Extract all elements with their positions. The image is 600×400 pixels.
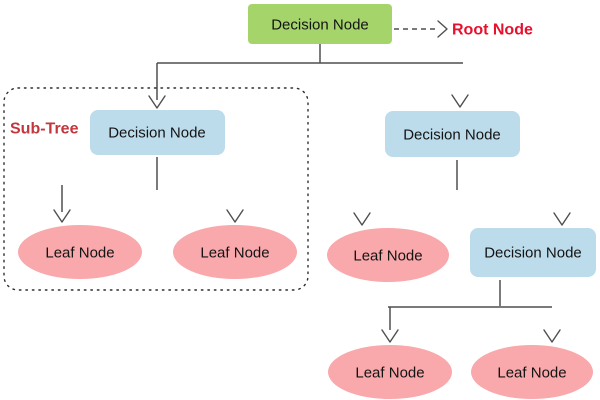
arrowheads (53, 20, 571, 343)
subtree-leaf-left-label: Leaf Node (45, 245, 114, 262)
arrowhead-into-bottom-leaf-right-icon (543, 329, 561, 343)
arrowhead-into-subtree-decision-icon (148, 95, 166, 109)
arrowhead-into-right-sub-decision-icon (553, 212, 571, 226)
subtree-annotation: Sub-Tree (10, 121, 79, 138)
arrowhead-into-subtree-leaf-right-icon (226, 209, 244, 223)
right-decision-node (385, 111, 520, 157)
root-decision-node (248, 4, 392, 44)
root-node-annotation: Root Node (452, 22, 533, 39)
arrowhead-into-bottom-leaf-left-icon (381, 329, 399, 343)
right-sub-decision-node (470, 228, 596, 277)
arrowhead-into-subtree-leaf-left-icon (53, 209, 71, 223)
arrowhead-into-right-decision-icon (451, 94, 469, 108)
right-sub-decision-label: Decision Node (484, 245, 582, 262)
right-leaf-node (327, 228, 449, 282)
subtree-decision-node (90, 110, 225, 155)
subtree-decision-label: Decision Node (108, 125, 206, 142)
subtree-leaf-right-label: Leaf Node (200, 245, 269, 262)
arrowhead-into-right-leaf-icon (353, 212, 371, 226)
subtree-leaf-right-node (173, 225, 297, 279)
root-decision-label: Decision Node (271, 17, 369, 34)
bottom-leaf-right-node (471, 345, 593, 399)
bottom-leaf-right-label: Leaf Node (497, 365, 566, 382)
arrowhead-root-annotation-icon (437, 20, 448, 38)
subtree-leaf-left-node (18, 225, 142, 279)
right-decision-label: Decision Node (403, 127, 501, 144)
right-leaf-label: Leaf Node (353, 248, 422, 265)
connector-lines (61, 28, 552, 330)
bottom-leaf-left-label: Leaf Node (355, 365, 424, 382)
subtree-boundary (3, 87, 309, 291)
bottom-leaf-left-node (328, 345, 452, 399)
